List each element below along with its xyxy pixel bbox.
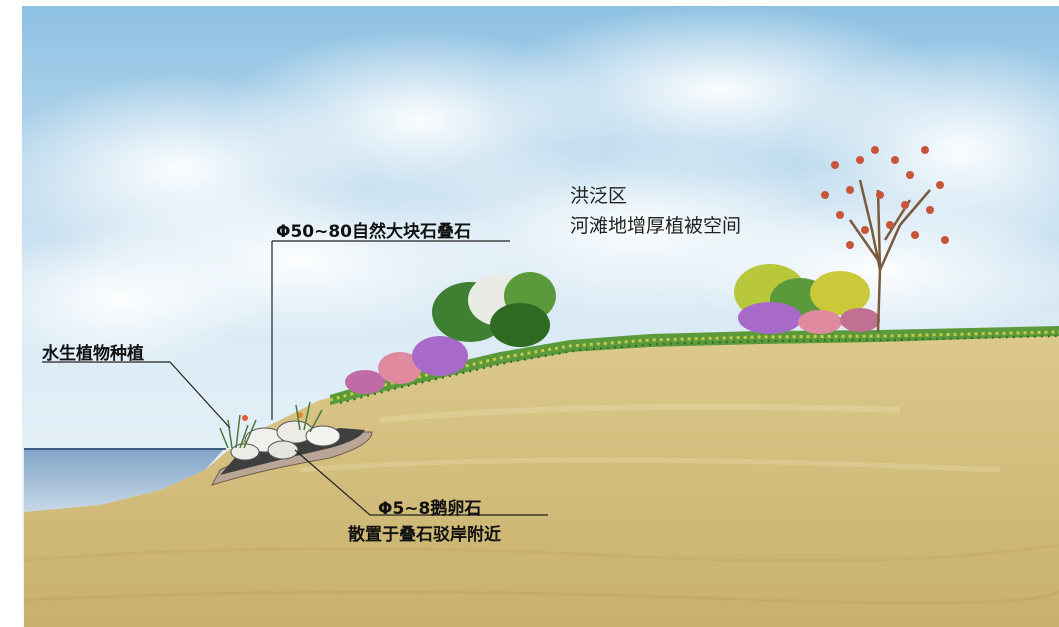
- shrub-group-left: [345, 272, 556, 394]
- riverbank-soil: [24, 330, 1059, 627]
- aquatic-plants: [219, 401, 323, 449]
- shrub-group-right: [734, 264, 880, 334]
- label-aquatic-planting: 水生植物种植: [42, 344, 144, 364]
- river-water: [24, 448, 225, 512]
- flowering-tree: [821, 146, 949, 333]
- label-pebble-note: 散置于叠石驳岸附近: [348, 525, 501, 545]
- leader-lines: [42, 240, 548, 516]
- label-pebble-size: Φ5~8鹅卵石: [378, 499, 482, 519]
- label-large-stone: Φ50~80自然大块石叠石: [276, 222, 472, 242]
- grass-strip: [330, 326, 1059, 405]
- label-flood-zone: 洪泛区: [570, 185, 628, 207]
- label-flood-zone-desc: 河滩地增厚植被空间: [570, 215, 742, 237]
